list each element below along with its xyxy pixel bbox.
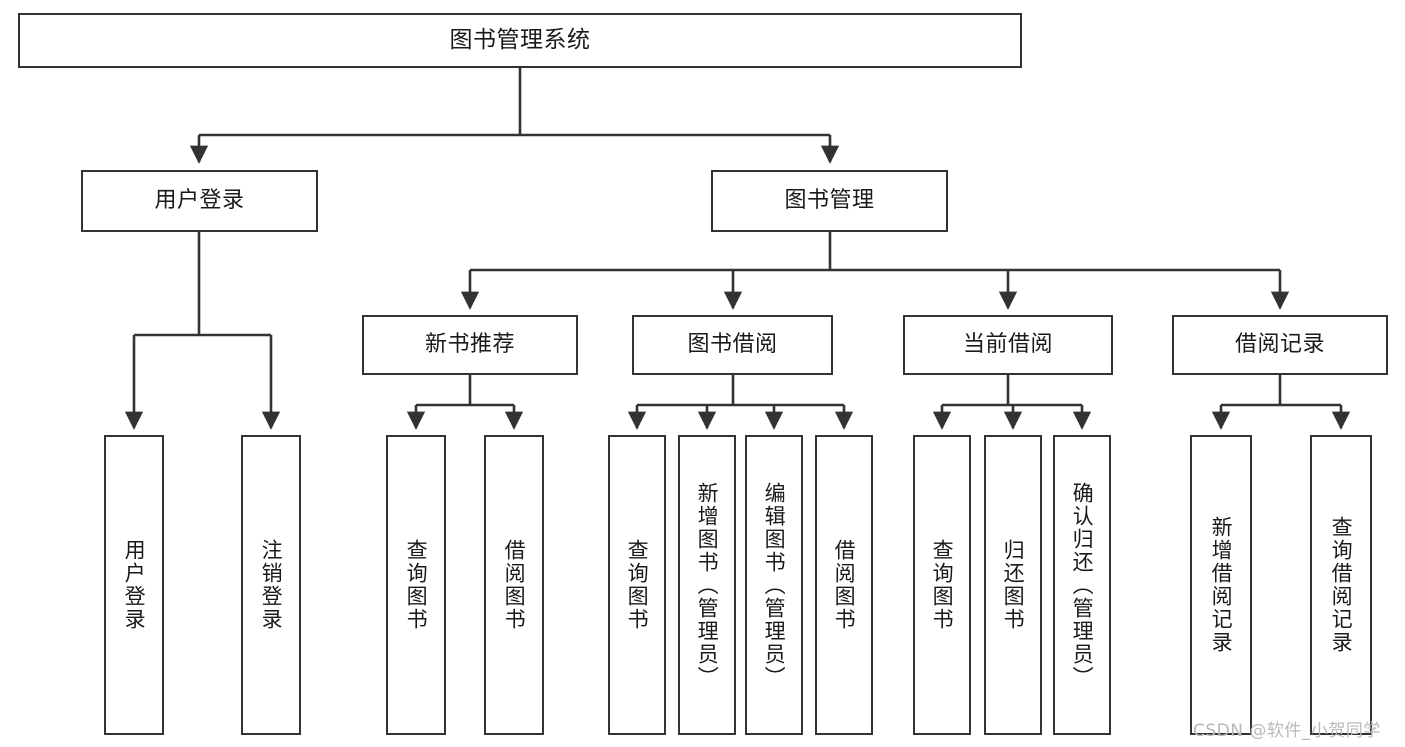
node-leaf-return-book[interactable]: 归还图书 [984, 435, 1042, 735]
node-book-borrow[interactable]: 图书借阅 [632, 315, 833, 375]
node-label: 新增图书（管理员） [695, 481, 720, 689]
node-leaf-query-borrow-record[interactable]: 查询借阅记录 [1310, 435, 1372, 735]
node-book-management[interactable]: 图书管理 [711, 170, 948, 232]
node-label: 归还图书 [1001, 539, 1026, 631]
node-label: 当前借阅 [962, 332, 1053, 358]
node-leaf-add-book-admin[interactable]: 新增图书（管理员） [678, 435, 736, 735]
node-label: 用户登录 [122, 539, 147, 631]
node-root-system[interactable]: 图书管理系统 [18, 13, 1022, 68]
node-leaf-query-book-nb[interactable]: 查询图书 [386, 435, 446, 735]
node-label: 查询借阅记录 [1329, 516, 1354, 654]
node-leaf-confirm-return-admin[interactable]: 确认归还（管理员） [1053, 435, 1111, 735]
node-label: 编辑图书（管理员） [762, 481, 787, 689]
node-leaf-user-login[interactable]: 用户登录 [104, 435, 164, 735]
node-leaf-query-book-cu[interactable]: 查询图书 [913, 435, 971, 735]
node-leaf-query-book-bo[interactable]: 查询图书 [608, 435, 666, 735]
node-label: 查询图书 [625, 539, 650, 631]
csdn-watermark: CSDN @软件_小贺同学 [1193, 721, 1381, 741]
node-label: 借阅图书 [502, 539, 527, 631]
node-label: 借阅记录 [1234, 332, 1325, 358]
node-leaf-borrow-book-nb[interactable]: 借阅图书 [484, 435, 544, 735]
node-label: 查询图书 [404, 539, 429, 631]
node-label: 借阅图书 [832, 539, 857, 631]
node-borrow-record[interactable]: 借阅记录 [1172, 315, 1388, 375]
node-label: 注销登录 [259, 539, 284, 631]
node-leaf-borrow-book-bo[interactable]: 借阅图书 [815, 435, 873, 735]
node-label: 查询图书 [930, 539, 955, 631]
node-label: 新增借阅记录 [1209, 516, 1234, 654]
node-label: 图书管理 [784, 188, 875, 214]
node-current-borrow[interactable]: 当前借阅 [903, 315, 1113, 375]
node-label: 图书管理系统 [449, 26, 591, 53]
node-new-book-recommend[interactable]: 新书推荐 [362, 315, 578, 375]
node-label: 用户登录 [154, 188, 245, 214]
node-label: 图书借阅 [687, 332, 778, 358]
node-leaf-logout[interactable]: 注销登录 [241, 435, 301, 735]
node-leaf-add-borrow-record[interactable]: 新增借阅记录 [1190, 435, 1252, 735]
node-user-login[interactable]: 用户登录 [81, 170, 318, 232]
node-label: 新书推荐 [424, 332, 515, 358]
node-label: 确认归还（管理员） [1070, 481, 1095, 689]
node-leaf-edit-book-admin[interactable]: 编辑图书（管理员） [745, 435, 803, 735]
